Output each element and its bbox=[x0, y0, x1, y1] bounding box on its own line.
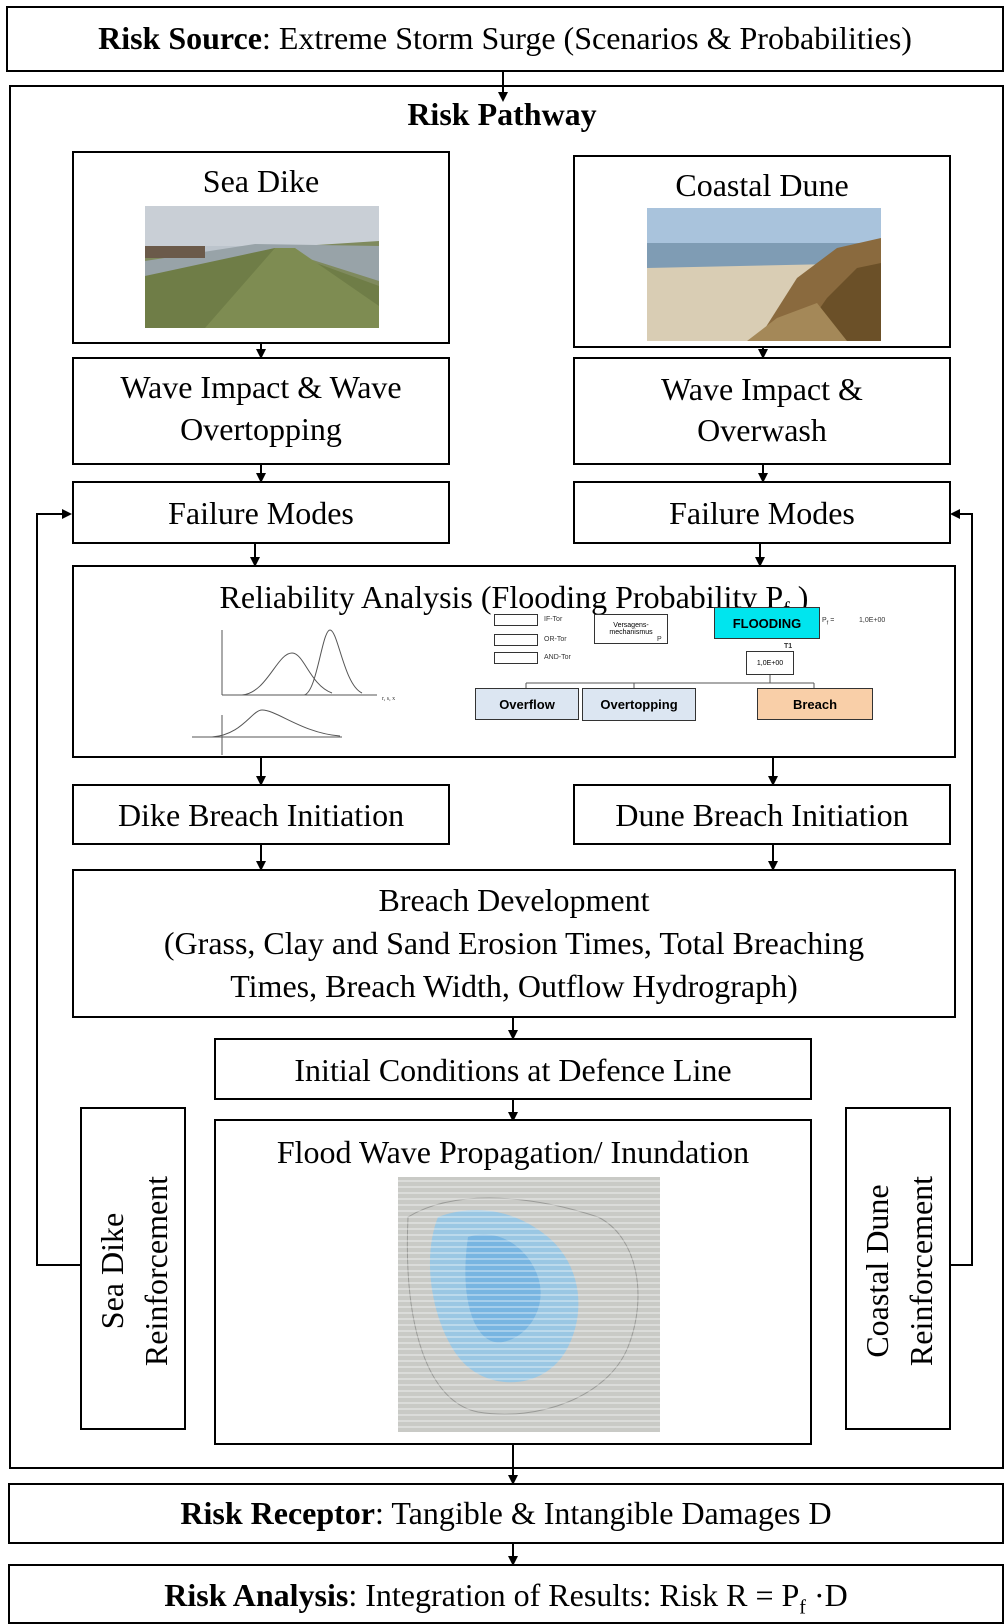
sea-dike-photo bbox=[145, 206, 379, 328]
flood-propagation-box: Flood Wave Propagation/ Inundation bbox=[214, 1119, 812, 1445]
probability-distribution-plot: r, s, x bbox=[192, 629, 395, 755]
svg-text:r, s, x: r, s, x bbox=[382, 696, 395, 702]
dike-wave-impact-line1: Wave Impact & Wave bbox=[120, 369, 402, 405]
risk-source-description: : Extreme Storm Surge (Scenarios & Proba… bbox=[261, 20, 912, 56]
legend-if-gate bbox=[494, 614, 538, 626]
flooding-value: 1,0E+00 bbox=[859, 617, 886, 624]
risk-analysis-description: : Integration of Results: Risk R = P bbox=[348, 1577, 800, 1613]
coastal-dune-box: Coastal Dune bbox=[573, 155, 951, 348]
risk-analysis-tail: ·D bbox=[805, 1577, 848, 1613]
reliability-title-text: Reliability Analysis (Flooding Probabili… bbox=[219, 579, 784, 615]
legend-and-label: AND-Tor bbox=[544, 654, 571, 661]
breach-node: Breach bbox=[757, 688, 873, 720]
flood-propagation-title: Flood Wave Propagation/ Inundation bbox=[276, 1134, 750, 1170]
mechanism-legend-box: Versagens- mechanismus bbox=[594, 614, 668, 644]
legend-and-gate bbox=[494, 652, 538, 664]
risk-receptor-description: : Tangible & Intangible Damages D bbox=[375, 1495, 832, 1531]
gate-label: T1 bbox=[784, 643, 793, 650]
dike-failure-modes-label: Failure Modes bbox=[168, 495, 354, 531]
sea-dike-title: Sea Dike bbox=[202, 163, 320, 199]
breach-development-line2: (Grass, Clay and Sand Erosion Times, Tot… bbox=[163, 925, 865, 961]
breach-development-box: Breach Development (Grass, Clay and Sand… bbox=[72, 869, 956, 1018]
sea-dike-reinforcement-line2: Reinforcement bbox=[138, 1175, 174, 1367]
dike-breach-initiation-box: Dike Breach Initiation bbox=[72, 784, 450, 845]
sea-dike-box: Sea Dike bbox=[72, 151, 450, 344]
risk-source-label: Risk Source bbox=[98, 20, 262, 56]
reliability-analysis-box: Reliability Analysis (Flooding Probabili… bbox=[72, 565, 956, 758]
legend-or-label: OR-Tor bbox=[544, 636, 567, 643]
dune-wave-impact-box: Wave Impact & Overwash bbox=[573, 357, 951, 465]
or-gate-node: 1,0E+00 bbox=[746, 651, 794, 675]
coastal-dune-reinforcement-line2: Reinforcement bbox=[903, 1175, 939, 1367]
dike-breach-initiation-label: Dike Breach Initiation bbox=[117, 797, 405, 833]
risk-analysis-subscript: f bbox=[799, 1596, 806, 1619]
risk-analysis-box: Risk Analysis: Integration of Results: R… bbox=[8, 1564, 1004, 1624]
flooding-node: FLOODING bbox=[714, 607, 820, 639]
flooding-node-p: Pf = bbox=[822, 617, 835, 627]
reliability-title: Reliability Analysis (Flooding Probabili… bbox=[74, 579, 954, 621]
risk-receptor-text: Risk Receptor: Tangible & Intangible Dam… bbox=[10, 1495, 1002, 1532]
initial-conditions-label: Initial Conditions at Defence Line bbox=[294, 1052, 732, 1088]
risk-source-text: Risk Source: Extreme Storm Surge (Scenar… bbox=[8, 20, 1002, 57]
risk-analysis-text: Risk Analysis: Integration of Results: R… bbox=[10, 1577, 1002, 1619]
risk-analysis-label: Risk Analysis bbox=[164, 1577, 349, 1613]
initial-conditions-box: Initial Conditions at Defence Line bbox=[214, 1038, 812, 1100]
dike-failure-modes-box: Failure Modes bbox=[72, 481, 450, 544]
breach-development-line3: Times, Breach Width, Outflow Hydrograph) bbox=[230, 968, 798, 1004]
dike-wave-impact-line2: Overtopping bbox=[180, 411, 342, 447]
dune-breach-initiation-box: Dune Breach Initiation bbox=[573, 784, 951, 845]
risk-pathway-title: Risk Pathway bbox=[407, 96, 597, 132]
fault-tree-branches bbox=[525, 675, 815, 689]
dune-wave-impact-line2: Overwash bbox=[697, 412, 827, 448]
mechanism-legend-p: P bbox=[657, 636, 662, 643]
risk-source-box: Risk Source: Extreme Storm Surge (Scenar… bbox=[6, 6, 1004, 72]
dune-wave-impact-line1: Wave Impact & bbox=[661, 371, 863, 407]
inundation-map bbox=[398, 1177, 660, 1432]
sea-dike-reinforcement-line1: Sea Dike bbox=[94, 1212, 130, 1330]
breach-development-title: Breach Development bbox=[378, 882, 650, 918]
dune-failure-modes-box: Failure Modes bbox=[573, 481, 951, 544]
coastal-dune-photo bbox=[647, 208, 881, 341]
coastal-dune-title: Coastal Dune bbox=[675, 167, 849, 203]
dune-breach-initiation-label: Dune Breach Initiation bbox=[615, 797, 909, 833]
overflow-node: Overflow bbox=[475, 688, 579, 720]
dune-failure-modes-label: Failure Modes bbox=[669, 495, 855, 531]
legend-or-gate bbox=[494, 634, 538, 646]
risk-receptor-label: Risk Receptor bbox=[180, 1495, 375, 1531]
reliability-title-close: ) bbox=[789, 579, 809, 615]
risk-receptor-box: Risk Receptor: Tangible & Intangible Dam… bbox=[8, 1483, 1004, 1544]
overtopping-node: Overtopping bbox=[582, 688, 696, 721]
legend-if-label: IF-Tor bbox=[544, 616, 563, 623]
dike-wave-impact-box: Wave Impact & Wave Overtopping bbox=[72, 357, 450, 465]
coastal-dune-reinforcement-line1: Coastal Dune bbox=[859, 1184, 895, 1358]
